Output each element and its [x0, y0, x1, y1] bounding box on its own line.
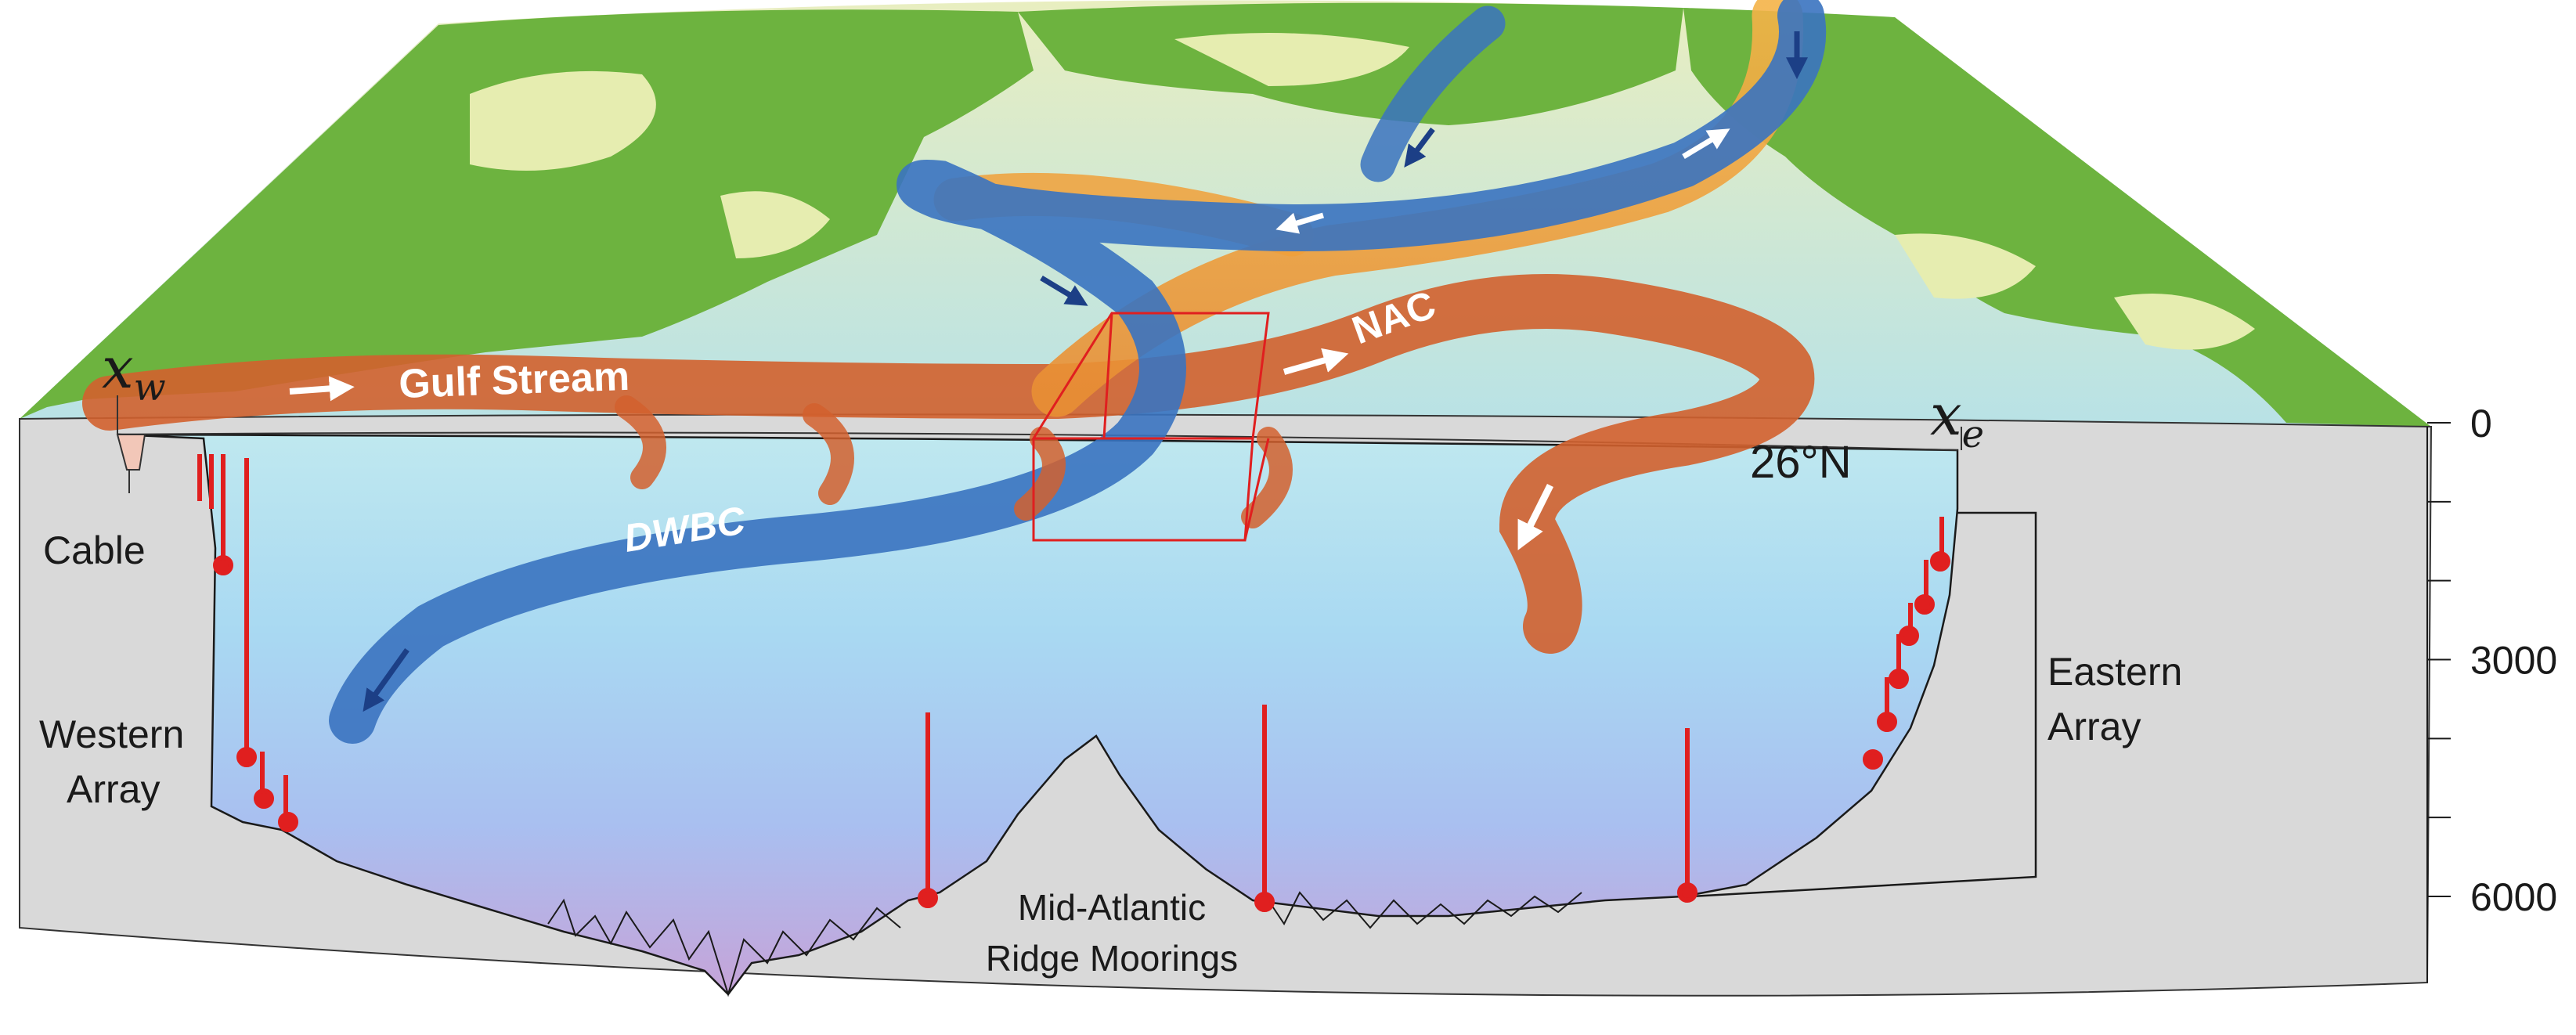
xe-label: xe [1930, 382, 1984, 456]
mar-label-1: Mid-Atlantic [1018, 887, 1206, 928]
western-array-label-2: Array [67, 767, 160, 811]
north-america-land [20, 9, 1034, 419]
mar-label-2: Ridge Moorings [986, 938, 1238, 979]
gulf-stream-label: Gulf Stream [398, 354, 630, 407]
depth-tick-label: 6000 [2470, 875, 2557, 919]
depth-tick-label: 3000 [2470, 639, 2557, 683]
cable-marker [116, 395, 146, 493]
depth-tick-label: 0 [2470, 402, 2492, 445]
moorings [197, 454, 1950, 912]
xw-label: xw [102, 335, 166, 409]
eastern-array-label-1: Eastern [2047, 650, 2182, 694]
eastern-array-label-2: Array [2047, 705, 2141, 748]
depth-axis: 0 3000 6000 [2426, 402, 2557, 983]
latitude-label: 26°N [1750, 437, 1852, 488]
gulf-stream-flow [82, 274, 1815, 654]
western-array-label-1: Western [39, 712, 184, 756]
eastern-array-bracket [1690, 511, 2037, 898]
control-volume-box [1031, 312, 1270, 542]
cable-label: Cable [43, 528, 146, 572]
dwbc-flow [329, 0, 1827, 744]
